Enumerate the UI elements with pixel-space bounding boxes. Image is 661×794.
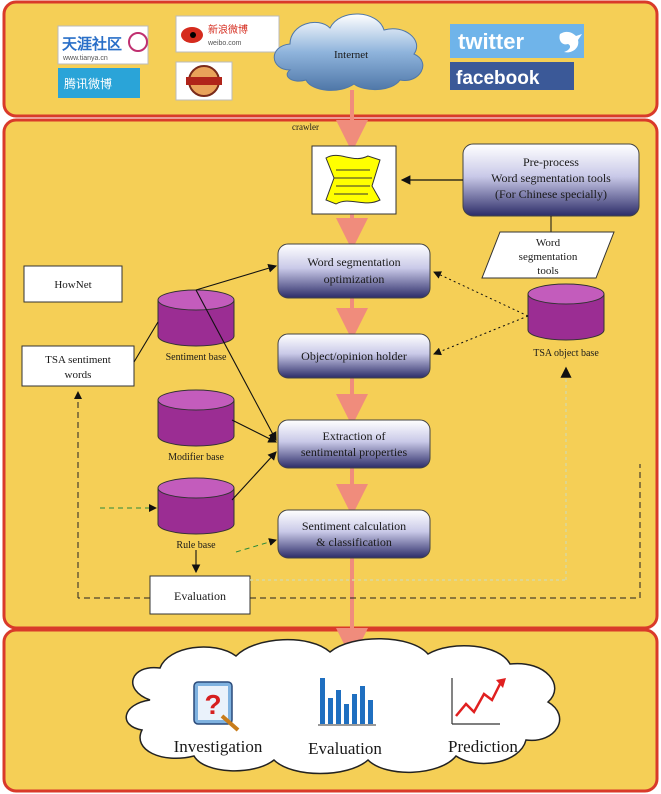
- svg-text:Word segmentation tools: Word segmentation tools: [491, 171, 611, 185]
- evaluation-label: Evaluation: [308, 739, 382, 758]
- svg-text:(For Chinese specially): (For Chinese specially): [495, 187, 607, 201]
- step-object-holder: Object/opinion holder: [277, 333, 431, 379]
- preprocess-box: Pre-process Word segmentation tools (For…: [462, 143, 640, 217]
- word-seg-tools-box: Word segmentation tools: [481, 231, 615, 279]
- feedback-dashed-loop: [74, 391, 641, 599]
- svg-text:Object/opinion holder: Object/opinion holder: [301, 349, 407, 363]
- svg-text:facebook: facebook: [456, 68, 540, 89]
- evaluation-chart-icon: [318, 678, 376, 726]
- sentiment-base-db: Sentiment base: [157, 289, 235, 363]
- step-word-segmentation: Word segmentation optimization: [277, 243, 431, 299]
- object-base-dotted-arrows: [433, 271, 529, 356]
- svg-text:天涯社区: 天涯社区: [62, 35, 122, 53]
- svg-text:Word segmentation: Word segmentation: [307, 255, 400, 269]
- outputs-cloud: [125, 638, 561, 775]
- evaluation-box: Evaluation: [149, 575, 251, 615]
- document-icon: [311, 145, 397, 215]
- object-base-feedback: [250, 366, 572, 581]
- svg-text:HowNet: HowNet: [54, 279, 91, 291]
- prediction-chart-icon: [451, 678, 506, 725]
- svg-text:Sentiment calculation: Sentiment calculation: [302, 519, 406, 533]
- svg-text:& classification: & classification: [316, 535, 392, 549]
- hownet-box: HowNet: [23, 265, 123, 303]
- investigation-icon: ?: [193, 681, 240, 732]
- tencent-logo: 腾讯微博: [58, 68, 140, 98]
- svg-text:twitter: twitter: [458, 29, 524, 54]
- svg-text:Pre-process: Pre-process: [523, 155, 579, 169]
- crawler-label: crawler: [292, 122, 319, 132]
- svg-text:Internet: Internet: [334, 49, 368, 61]
- svg-text:Word: Word: [536, 237, 561, 249]
- svg-text:words: words: [65, 369, 92, 381]
- svg-text:新浪微博: 新浪微博: [208, 23, 248, 36]
- facebook-logo: facebook: [450, 62, 574, 90]
- rule-base-feedback: [100, 504, 277, 553]
- svg-text:weibo.com: weibo.com: [207, 40, 242, 47]
- svg-text:TSA object base: TSA object base: [533, 348, 599, 359]
- connector-arrows: [133, 263, 278, 574]
- modifier-base-db: Modifier base: [157, 389, 235, 463]
- svg-text:sentimental properties: sentimental properties: [301, 445, 408, 459]
- tsa-sentiment-words-box: TSA sentiment words: [21, 345, 135, 387]
- internet-cloud: Internet: [273, 13, 424, 91]
- weibo-logo: 新浪微博 weibo.com: [175, 15, 280, 53]
- svg-text:TSA sentiment: TSA sentiment: [45, 354, 111, 366]
- tianya-logo: 天涯社区 www.tianya.cn: [57, 25, 149, 65]
- svg-text:segmentation: segmentation: [519, 251, 578, 263]
- svg-text:www.tianya.cn: www.tianya.cn: [62, 55, 108, 62]
- twitter-logo: twitter: [450, 24, 584, 58]
- prediction-label: Prediction: [448, 737, 518, 756]
- investigation-label: Investigation: [174, 737, 263, 756]
- step-extraction: Extraction of sentimental properties: [277, 419, 431, 469]
- svg-text:Extraction of: Extraction of: [323, 429, 386, 443]
- svg-text:腾讯微博: 腾讯微博: [64, 76, 112, 91]
- svg-text:Sentiment base: Sentiment base: [166, 352, 227, 363]
- badge-logo: [175, 61, 233, 101]
- svg-text:optimization: optimization: [324, 272, 385, 286]
- rule-base-db: Rule base: [157, 477, 235, 551]
- svg-text:tools: tools: [537, 265, 558, 277]
- svg-text:Rule base: Rule base: [176, 540, 216, 551]
- step-sentiment-calculation: Sentiment calculation & classification: [277, 509, 431, 559]
- svg-text:Evaluation: Evaluation: [174, 589, 226, 603]
- svg-text:?: ?: [204, 689, 221, 720]
- tsa-object-base-db: TSA object base: [527, 283, 605, 359]
- svg-text:Modifier base: Modifier base: [168, 452, 224, 463]
